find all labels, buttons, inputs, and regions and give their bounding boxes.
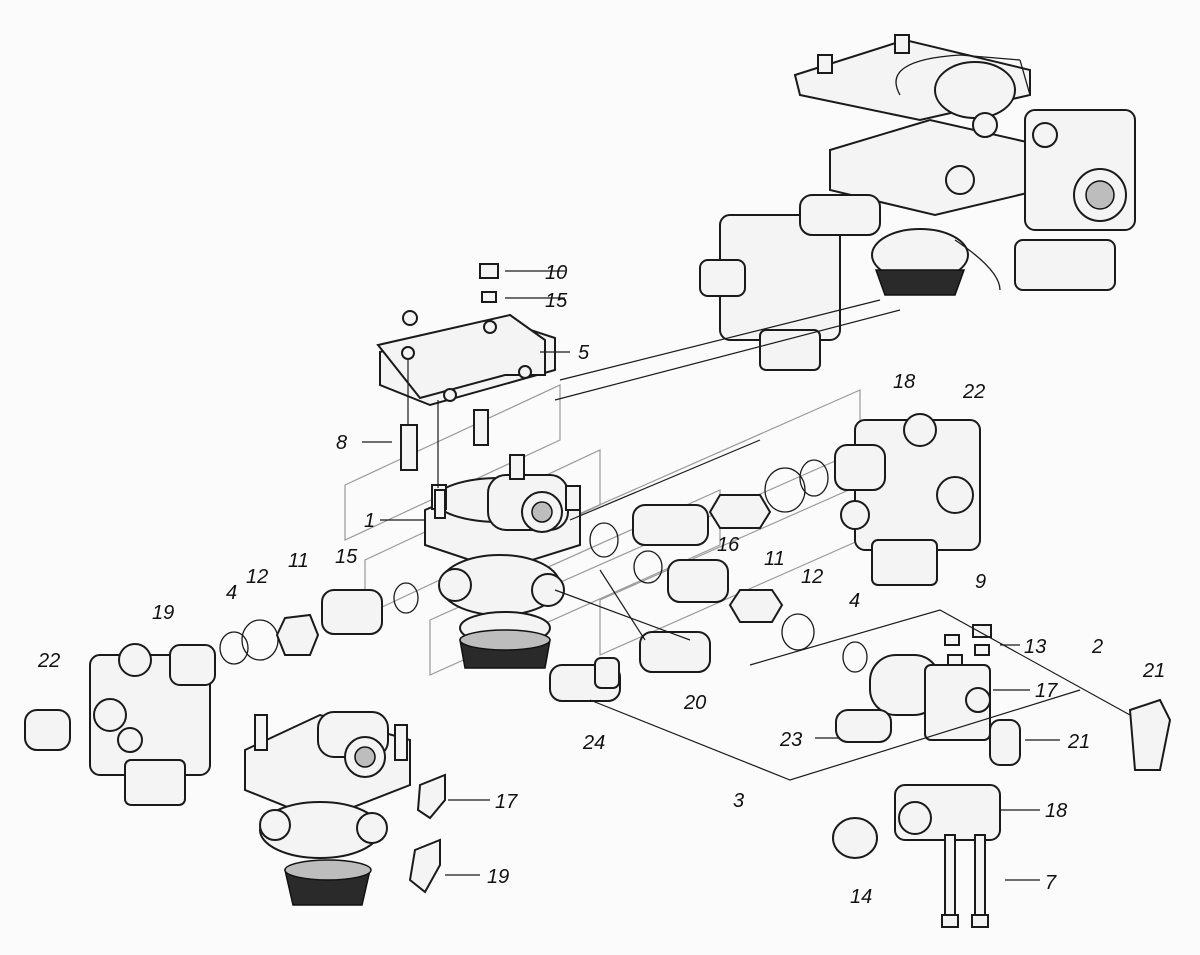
callout-20: 21 bbox=[1142, 660, 1165, 682]
callout-2: 2 bbox=[1091, 636, 1103, 658]
callout-19-center: 20 bbox=[683, 692, 706, 714]
fittings-and-hardware bbox=[219, 263, 1172, 928]
background-watermark-lines bbox=[344, 384, 861, 676]
callout-21-left: 22 bbox=[37, 650, 60, 672]
callout-9: 9 bbox=[975, 571, 986, 593]
callout-17-left: 17 bbox=[495, 791, 518, 813]
callout-12-left: 12 bbox=[246, 566, 268, 588]
callout-1: 1 bbox=[364, 510, 375, 532]
callout-11-center: 11 bbox=[764, 548, 785, 570]
callout-15-center: 16 bbox=[717, 534, 740, 556]
callout-22-left: 23 bbox=[779, 729, 802, 751]
callout-4-center: 4 bbox=[849, 590, 860, 612]
callout-18-left: 19 bbox=[152, 602, 174, 624]
callout-13: 13 bbox=[1024, 636, 1046, 658]
callout-15-left: 15 bbox=[335, 546, 358, 568]
callout-21-right: 22 bbox=[962, 381, 985, 403]
lower-left-valve-assembly bbox=[244, 711, 446, 906]
callout-17-right: 18 bbox=[1045, 800, 1067, 822]
callout-7: 7 bbox=[1045, 872, 1057, 894]
callout-19-left: 19 bbox=[487, 866, 509, 888]
callout-4-left: 4 bbox=[226, 582, 237, 604]
callout-24: 24 bbox=[582, 732, 605, 754]
callout-22-right: 21 bbox=[1067, 731, 1090, 753]
callout-labels: 10 15 5 8 1 18 22 15 11 12 4 16 11 12 4 … bbox=[37, 262, 1165, 908]
callout-23: 14 bbox=[850, 886, 872, 908]
leader-lines bbox=[362, 270, 1131, 881]
callout-14: 15 bbox=[545, 290, 568, 312]
callout-5: 5 bbox=[578, 342, 590, 364]
left-valve-assembly bbox=[24, 643, 216, 806]
upper-right-assembly bbox=[699, 34, 1136, 371]
callout-18-right: 18 bbox=[893, 371, 915, 393]
right-valve-assembly bbox=[834, 413, 981, 586]
callout-11-left: 11 bbox=[288, 550, 309, 572]
callout-16: 17 bbox=[1035, 680, 1058, 702]
callout-10: 10 bbox=[545, 262, 567, 284]
callout-12-center: 12 bbox=[801, 566, 823, 588]
callout-8: 8 bbox=[336, 432, 347, 454]
callout-3: 3 bbox=[733, 790, 744, 812]
